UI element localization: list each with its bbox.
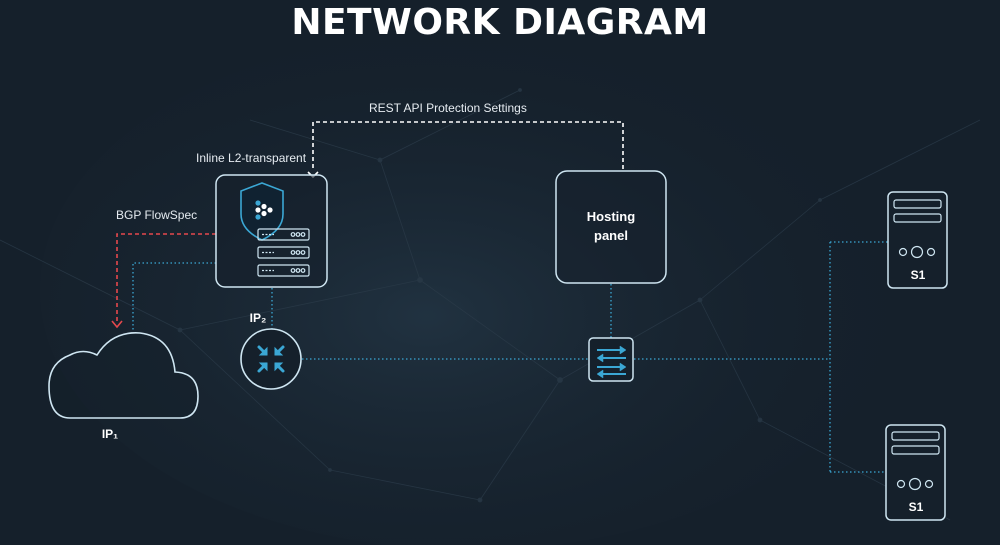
server-stack-icon: [257, 228, 310, 277]
ip1-label: IP₁: [101, 427, 119, 441]
hosting-panel-line2: panel: [594, 228, 628, 243]
bgp-flowspec-label: BGP FlowSpec: [116, 208, 198, 222]
ip2-label: IP₂: [249, 311, 267, 325]
link-protection-to-cloud: [132, 262, 216, 332]
server-icon: [885, 424, 946, 521]
hosting-panel-box: [555, 170, 667, 284]
server-label: S1: [910, 268, 926, 282]
hosting-panel-label: Hosting panel: [556, 207, 666, 245]
bgp-flowspec-connector: [116, 233, 216, 322]
inline-l2-label: Inline L2-transparent: [196, 151, 307, 165]
protection-device[interactable]: [215, 174, 328, 288]
network-links: [132, 241, 888, 473]
server-icon: [887, 191, 948, 289]
router-icon: [240, 328, 302, 390]
rest-api-connector: [312, 121, 624, 170]
hosting-panel-line1: Hosting: [586, 209, 636, 224]
switch-icon: [588, 337, 634, 382]
server-label: S1: [908, 500, 924, 514]
cloud-icon: [48, 332, 199, 419]
page-title: NETWORK DIAGRAM: [291, 2, 709, 43]
rest-api-label: REST API Protection Settings: [369, 101, 527, 115]
bgp-flowspec-arrowhead: [111, 320, 123, 329]
